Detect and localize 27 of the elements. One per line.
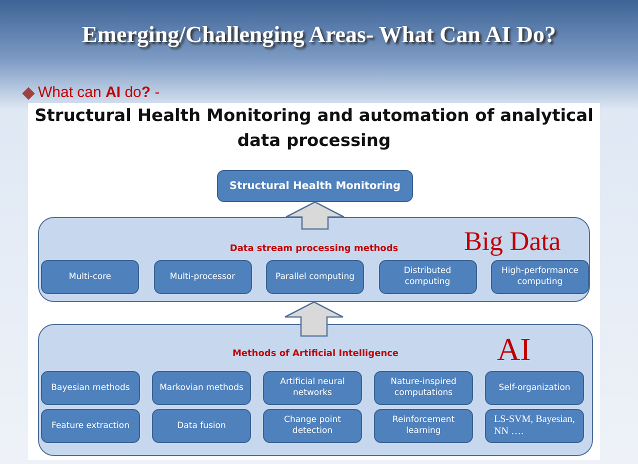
method-box: Artificial neural networks bbox=[263, 371, 362, 405]
group-heading: Methods of Artificial Intelligence bbox=[231, 349, 400, 359]
method-box: Nature-inspired computations bbox=[374, 371, 473, 405]
block-arrow bbox=[285, 201, 345, 230]
method-box: Feature extraction bbox=[41, 409, 140, 443]
slide-title: Emerging/Challenging Areas- What Can AI Do? bbox=[81, 22, 557, 48]
method-box: Change point detection bbox=[263, 409, 362, 443]
method-box: Reinforcement learning bbox=[374, 409, 473, 443]
method-box: Markovian methods bbox=[152, 371, 251, 405]
diagram-heading: Structural Health Monitoring and automation of analytical data processing bbox=[34, 105, 594, 153]
method-box: Distributed computing bbox=[378, 260, 476, 294]
method-box: Data fusion bbox=[152, 409, 251, 443]
group-label: Big Data bbox=[464, 226, 561, 257]
method-box: Structural Health Monitoring bbox=[217, 170, 413, 202]
method-box: LS-SVM, Bayesian, NN …. bbox=[485, 409, 584, 443]
block-arrow bbox=[284, 301, 344, 337]
bullet-text: What can AI do? - bbox=[38, 84, 160, 101]
group-panel bbox=[38, 324, 593, 456]
method-box: Self-organization bbox=[485, 371, 584, 405]
group-label: AI bbox=[497, 331, 531, 368]
method-box: Multi-processor bbox=[154, 260, 252, 294]
group-panel bbox=[38, 217, 590, 302]
method-box: Bayesian methods bbox=[41, 371, 140, 405]
method-box: Parallel computing bbox=[266, 260, 364, 294]
group-heading: Data stream processing methods bbox=[228, 244, 400, 254]
method-box: Multi-core bbox=[41, 260, 139, 294]
method-box: High-performance computing bbox=[491, 260, 589, 294]
